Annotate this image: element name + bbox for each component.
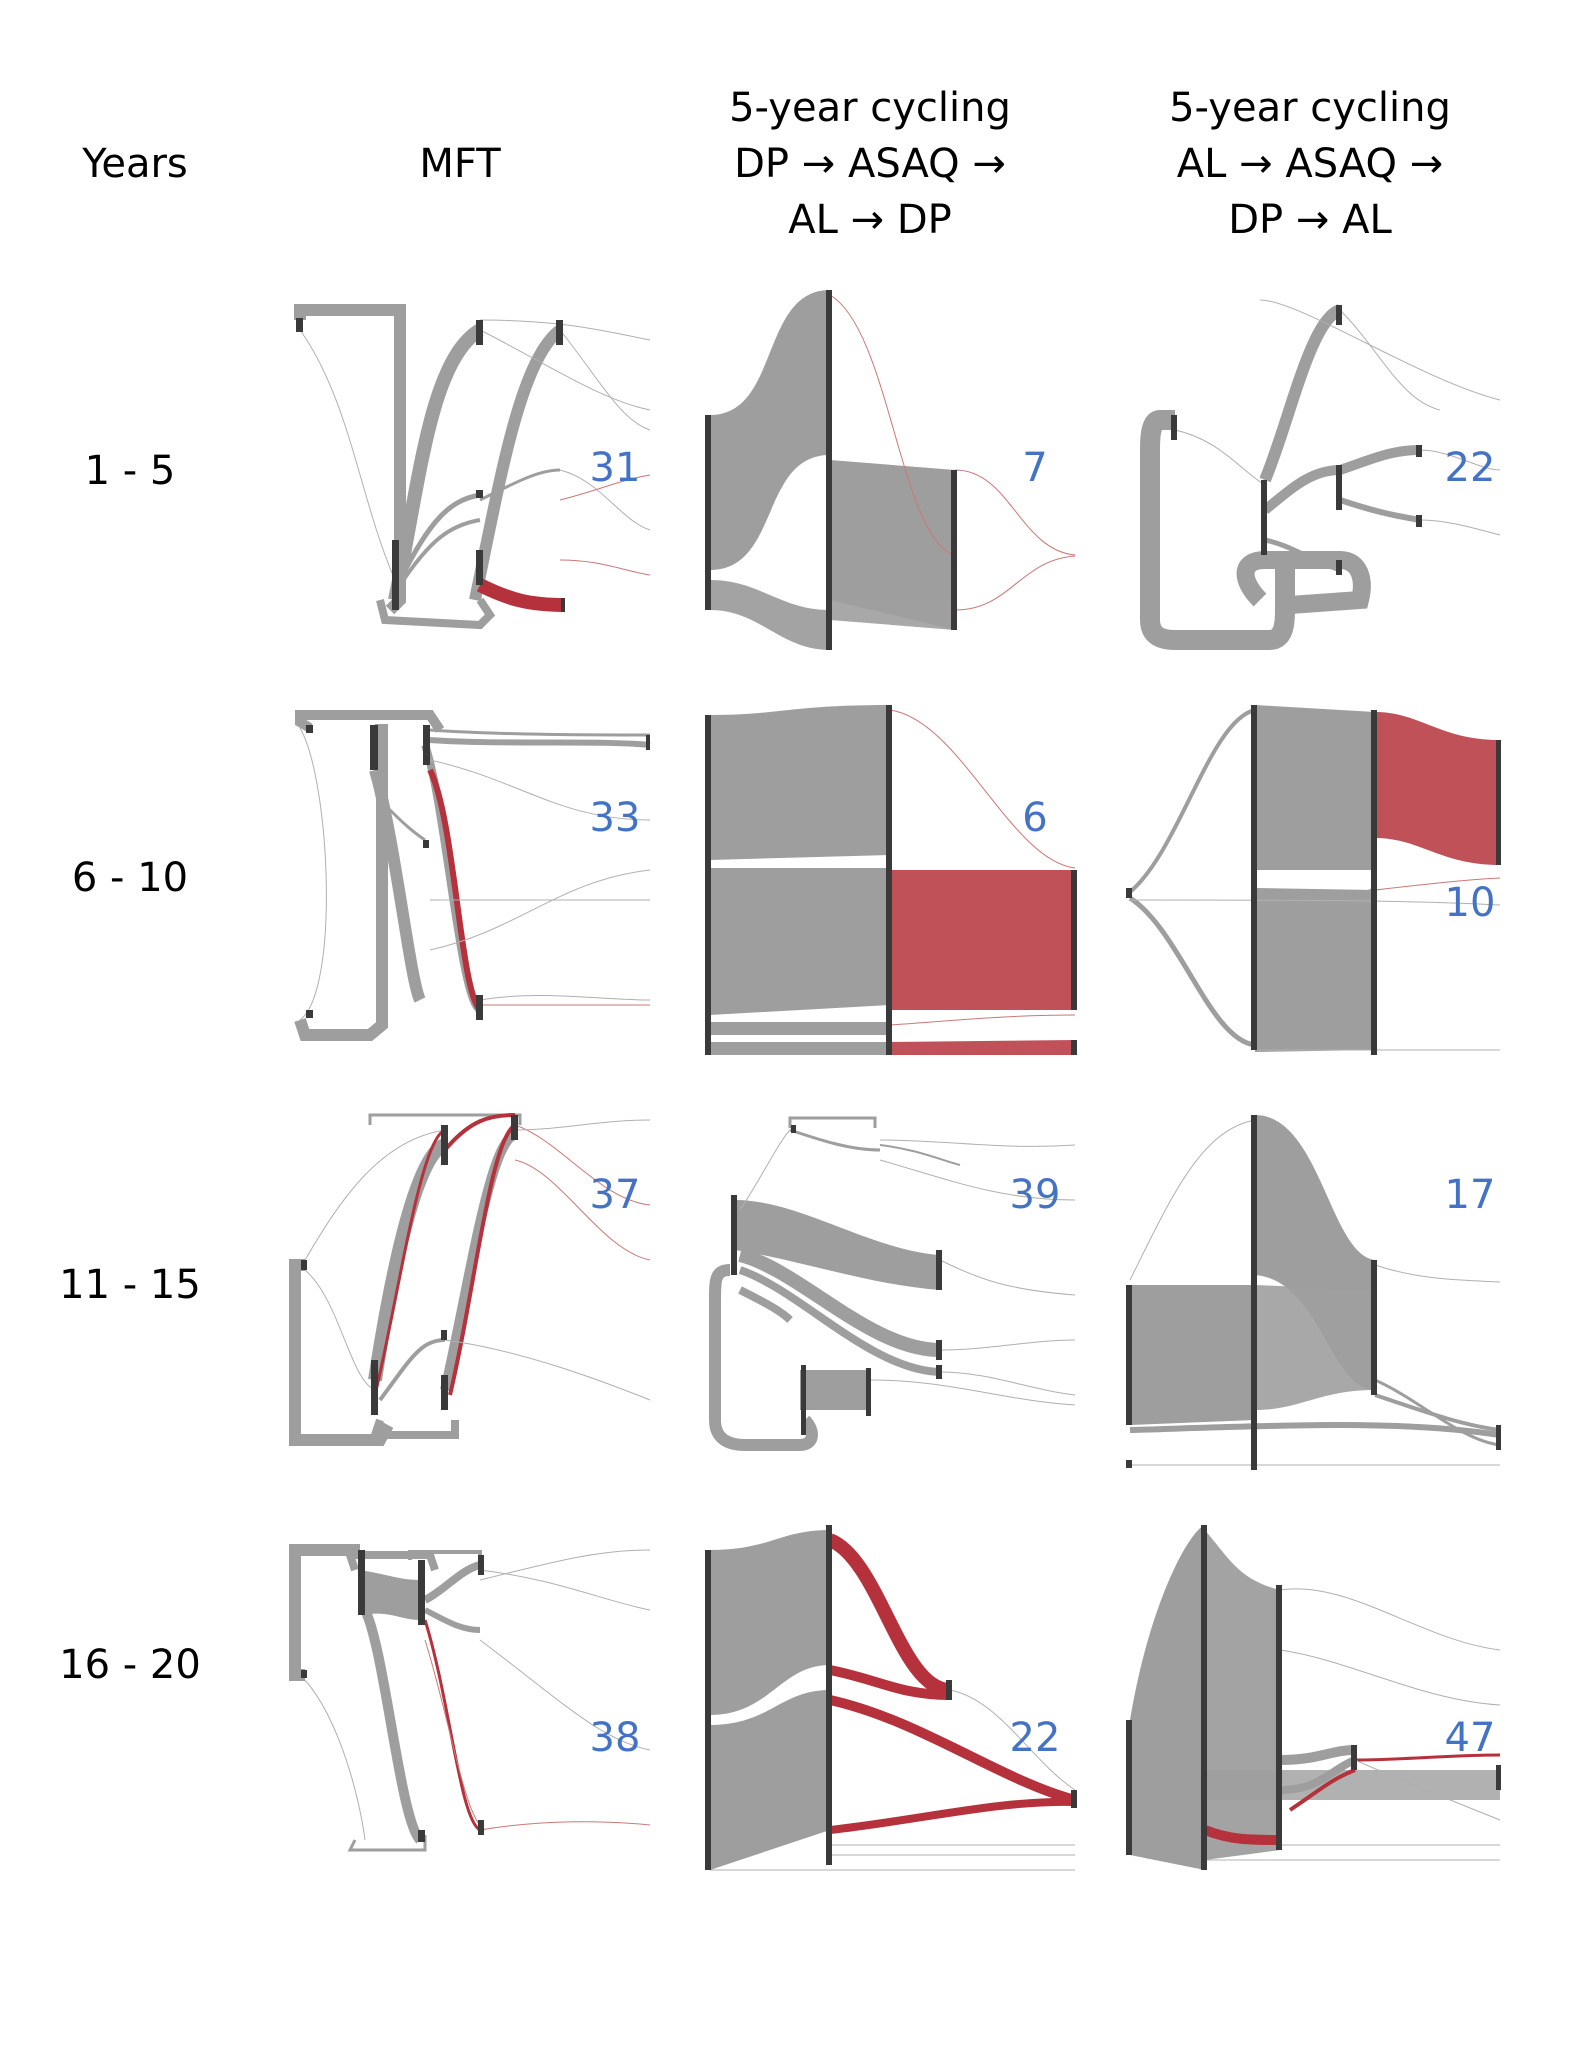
sankey-cycling-a-r1	[705, 290, 1076, 650]
row-label-2: 6 - 10	[71, 855, 189, 901]
sankey-cycling-b-r1	[1140, 299, 1501, 650]
sankey-cycling-a-r2	[705, 705, 1077, 1055]
count-r1-cycling-b: 22	[1444, 445, 1496, 491]
header-line: AL → ASAQ →	[1176, 141, 1444, 187]
sankey-cycling-a-r4	[705, 1525, 1077, 1871]
header-line: AL → DP	[788, 197, 952, 243]
header-line: 5-year cycling	[729, 85, 1011, 131]
sankey-mft-r3	[289, 1113, 651, 1446]
row-label-4: 16 - 20	[59, 1642, 201, 1688]
count-r2-cycling-a: 6	[1022, 795, 1048, 841]
count-r3-cycling-b: 17	[1444, 1172, 1496, 1218]
count-r3-cycling-a: 39	[1009, 1172, 1061, 1218]
sankey-mft-r2	[294, 710, 651, 1041]
header-line: DP → AL	[1228, 197, 1392, 243]
sankey-mft-r1	[294, 304, 651, 630]
sankey-cycling-b-r2	[1126, 705, 1501, 1055]
count-r4-cycling-b: 47	[1444, 1715, 1496, 1761]
header-cycling-dp-first: 5-year cycling DP → ASAQ → AL → DP	[660, 80, 1080, 248]
count-r4-mft: 38	[589, 1715, 641, 1761]
sankey-cycling-b-r3	[1126, 1115, 1501, 1470]
count-r4-cycling-a: 22	[1009, 1715, 1061, 1761]
count-r1-mft: 31	[589, 445, 641, 491]
row-label-3: 11 - 15	[59, 1262, 201, 1308]
count-r2-mft: 33	[589, 795, 641, 841]
sankey-cycling-b-r4	[1126, 1525, 1501, 1870]
header-cycling-al-first: 5-year cycling AL → ASAQ → DP → AL	[1100, 80, 1520, 248]
header-line: 5-year cycling	[1169, 85, 1451, 131]
sankey-cycling-a-r3	[709, 1116, 1076, 1451]
header-mft: MFT	[419, 141, 501, 187]
header-line: DP → ASAQ →	[734, 141, 1006, 187]
count-r1-cycling-a: 7	[1022, 445, 1048, 491]
count-r2-cycling-b: 10	[1444, 880, 1496, 926]
row-label-1: 1 - 5	[84, 448, 176, 494]
count-r3-mft: 37	[589, 1172, 641, 1218]
header-years: Years	[82, 141, 188, 187]
sankey-mft-r4	[289, 1544, 651, 1852]
